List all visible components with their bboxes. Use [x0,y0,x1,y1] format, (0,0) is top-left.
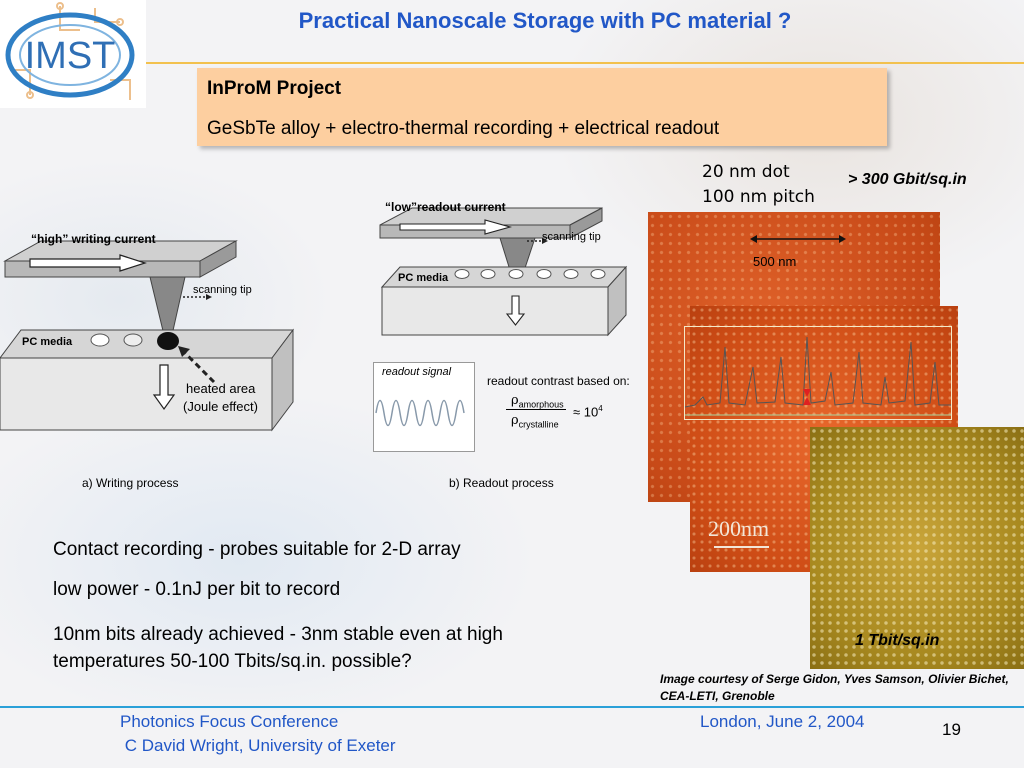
approx-text: ≈ 10 [573,404,599,420]
write-media-label: PC media [22,336,73,348]
inprom-title: InProM Project [207,78,342,99]
pitch-label: 100 nm pitch [702,187,815,207]
afm-dot-texture-3 [810,427,1024,669]
scale-500-label: 500 nm [753,254,797,269]
inprom-text: GeSbTe alloy + electro-thermal recording… [207,118,720,139]
footer-author: C David Wright, University of Exeter [120,736,396,755]
line-profile-box [684,326,952,420]
imst-logo: IMST [0,0,146,108]
rho-crystalline: ρcrystalline [511,413,559,430]
readout-signal-box: readout signal [373,362,475,452]
writing-diagram: “high” writing current scanning tip PC m… [0,225,300,495]
readout-signal-label: readout signal [382,366,452,378]
page-number: 19 [942,720,961,739]
read-media-label: PC media [398,272,449,284]
heated-area-label: heated area [186,381,256,396]
readout-diagram-graphic [379,207,628,337]
readout-signal-wave [375,399,465,427]
contrast-value: ≈ 104 [573,404,603,419]
rho-crystalline-sub: crystalline [518,419,559,430]
exponent-text: 4 [598,404,603,413]
inprom-box: InProM Project GeSbTe alloy + electro-th… [197,68,887,146]
footer-date: London, June 2, 2004 [700,712,865,731]
bullet-power: low power - 0.1nJ per bit to record [53,579,341,600]
image-credit: Image courtesy of Serge Gidon, Yves Sams… [660,672,1009,703]
read-tip-label: scanning tip [542,231,601,243]
readout-diagram: “low”readout current scanning tip PC med… [370,195,650,495]
writing-diagram-graphic [0,240,294,432]
footer-divider [0,706,1024,708]
dot-size-label: 20 nm dot [702,162,790,182]
afm-image-1tbit [810,427,1024,669]
fraction-bar [506,409,566,410]
density-300-label: > 300 Gbit/sq.in [848,171,967,188]
slide-title: Practical Nanoscale Storage with PC mate… [298,8,792,33]
scale-bar-200 [714,546,769,548]
contrast-label: readout contrast based on: [487,374,630,388]
title-divider [146,62,1024,64]
line-profile-plot [684,336,951,416]
readout-caption: b) Readout process [449,476,554,490]
writing-caption: a) Writing process [82,476,179,490]
rho-amorphous: ρamorphous [511,393,564,410]
write-tip-label: scanning tip [193,284,252,296]
rho-amorphous-sub: amorphous [518,399,564,410]
bullet-contact: Contact recording - probes suitable for … [53,539,461,560]
joule-effect-label: (Joule effect) [183,399,258,414]
footer-conference: Photonics Focus Conference [120,712,339,731]
density-1t-label: 1 Tbit/sq.in [855,632,940,649]
scale-arrow-500 [750,235,846,243]
scale-200-label: 200nm [708,516,770,541]
bullet-bits: 10nm bits already achieved - 3nm stable … [53,624,503,672]
write-current-label: “high” writing current [31,232,156,246]
read-current-label: “low”readout current [385,200,506,214]
svg-text:IMST: IMST [25,35,116,77]
